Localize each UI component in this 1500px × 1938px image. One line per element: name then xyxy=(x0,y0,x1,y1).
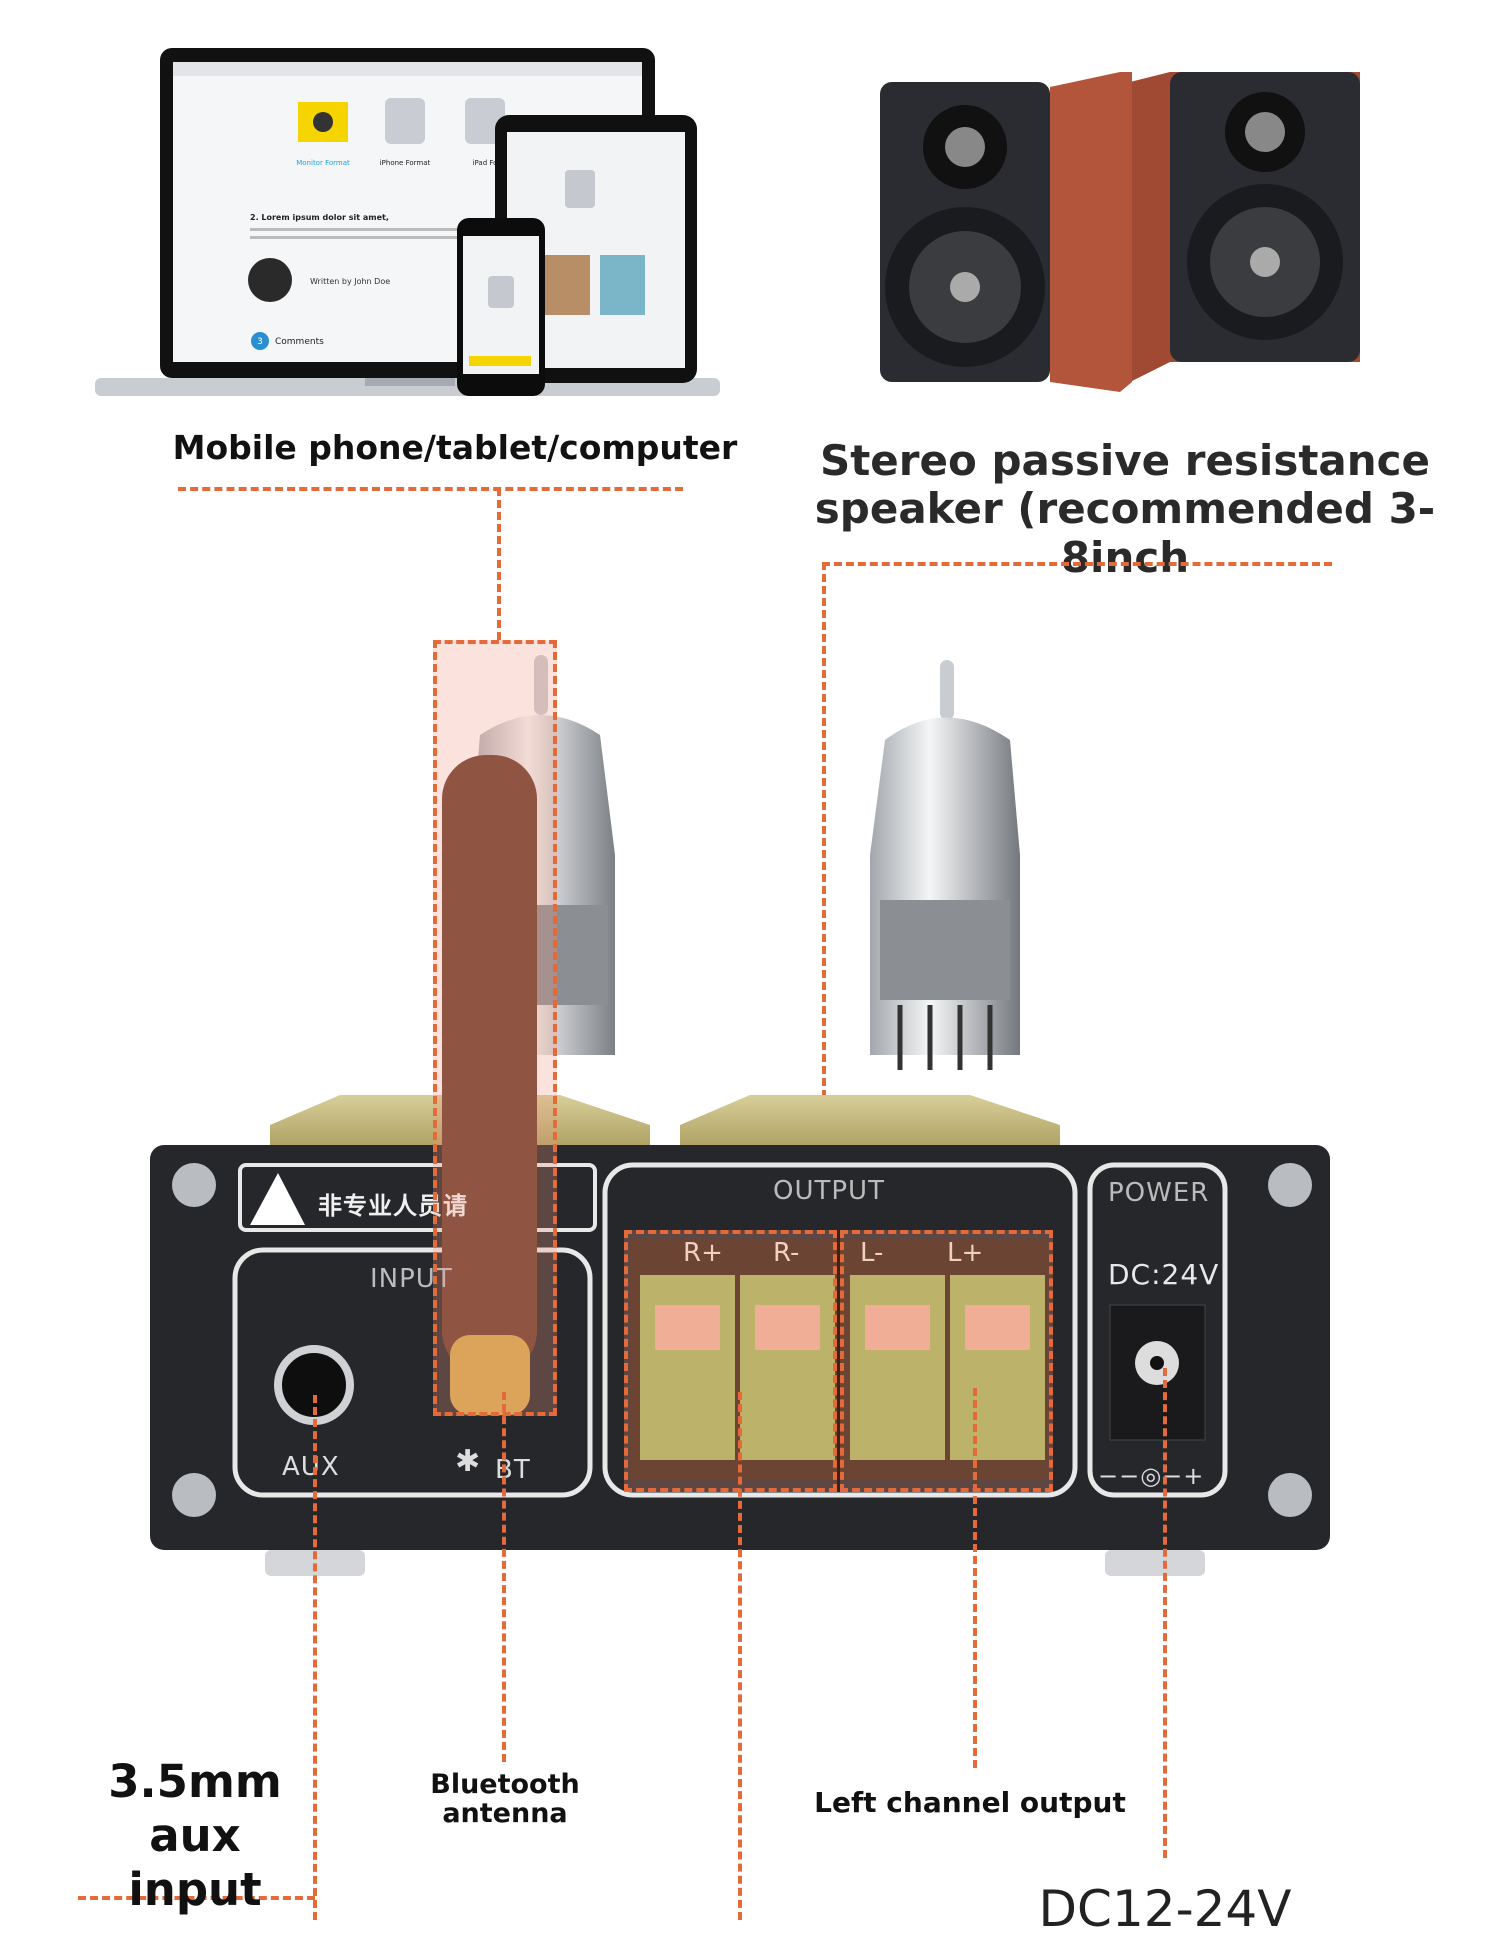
devices-caption: Mobile phone/tablet/computer xyxy=(172,428,738,467)
terminal-r-minus: R- xyxy=(773,1238,800,1268)
aux-underline xyxy=(78,1896,315,1900)
aux-label: AUX xyxy=(282,1452,340,1482)
power-rating: DC:24V xyxy=(1108,1258,1220,1291)
speaker-pair-image xyxy=(880,72,1360,392)
aux-leader-line xyxy=(313,1395,317,1920)
bluetooth-icon: ✱ xyxy=(455,1444,482,1479)
laptop-comments: Comments xyxy=(275,337,324,347)
left-channel-caption: Left channel output xyxy=(814,1786,1126,1819)
speakers-to-output-line xyxy=(822,562,826,1182)
aux-input-caption: 3.5mm aux input xyxy=(108,1755,282,1916)
terminal-r-plus: R+ xyxy=(683,1238,723,1268)
speakers-caption-line2: speaker (recommended 3-8inch xyxy=(814,484,1436,582)
right-channel-highlight-box xyxy=(624,1230,837,1492)
terminal-l-minus: L- xyxy=(860,1238,884,1268)
right-channel-leader-line xyxy=(738,1392,742,1920)
left-channel-highlight-box xyxy=(840,1230,1053,1492)
laptop-item-iphone: iPhone Format xyxy=(380,159,431,167)
devices-illustration: Monitor Format iPhone Format iPad Fo 2. … xyxy=(95,40,725,410)
laptop-comments-count: 3 xyxy=(257,337,263,347)
left-channel-leader-line xyxy=(973,1388,977,1768)
laptop-tablet-phone-image: Monitor Format iPhone Format iPad Fo 2. … xyxy=(95,48,720,396)
terminal-l-plus: L+ xyxy=(947,1238,984,1268)
bluetooth-antenna-caption: Bluetooth antenna xyxy=(430,1769,580,1829)
input-label: INPUT xyxy=(370,1264,453,1294)
laptop-item-monitor: Monitor Format xyxy=(296,159,350,167)
devices-to-antenna-line xyxy=(497,488,501,640)
power-label: POWER xyxy=(1108,1178,1210,1208)
bluetooth-leader-line xyxy=(502,1392,506,1762)
dc-voltage-caption: DC12-24V xyxy=(1038,1880,1292,1938)
speakers-illustration xyxy=(870,62,1360,412)
laptop-heading: 2. Lorem ipsum dolor sit amet, xyxy=(250,213,389,222)
output-label: OUTPUT xyxy=(773,1176,885,1206)
bt-label: BT xyxy=(495,1455,531,1485)
laptop-author: Written by John Doe xyxy=(310,277,390,286)
antenna-highlight-box xyxy=(433,640,557,1416)
power-polarity: −−◎−+ xyxy=(1098,1462,1205,1490)
speakers-dash-line xyxy=(822,562,1332,566)
devices-dash-line xyxy=(178,487,683,491)
warning-label: 非专业人员请 xyxy=(318,1192,468,1220)
power-leader-line xyxy=(1163,1368,1167,1858)
speakers-caption-line1: Stereo passive resistance xyxy=(819,436,1431,485)
laptop-item-ipad: iPad Fo xyxy=(473,159,498,167)
